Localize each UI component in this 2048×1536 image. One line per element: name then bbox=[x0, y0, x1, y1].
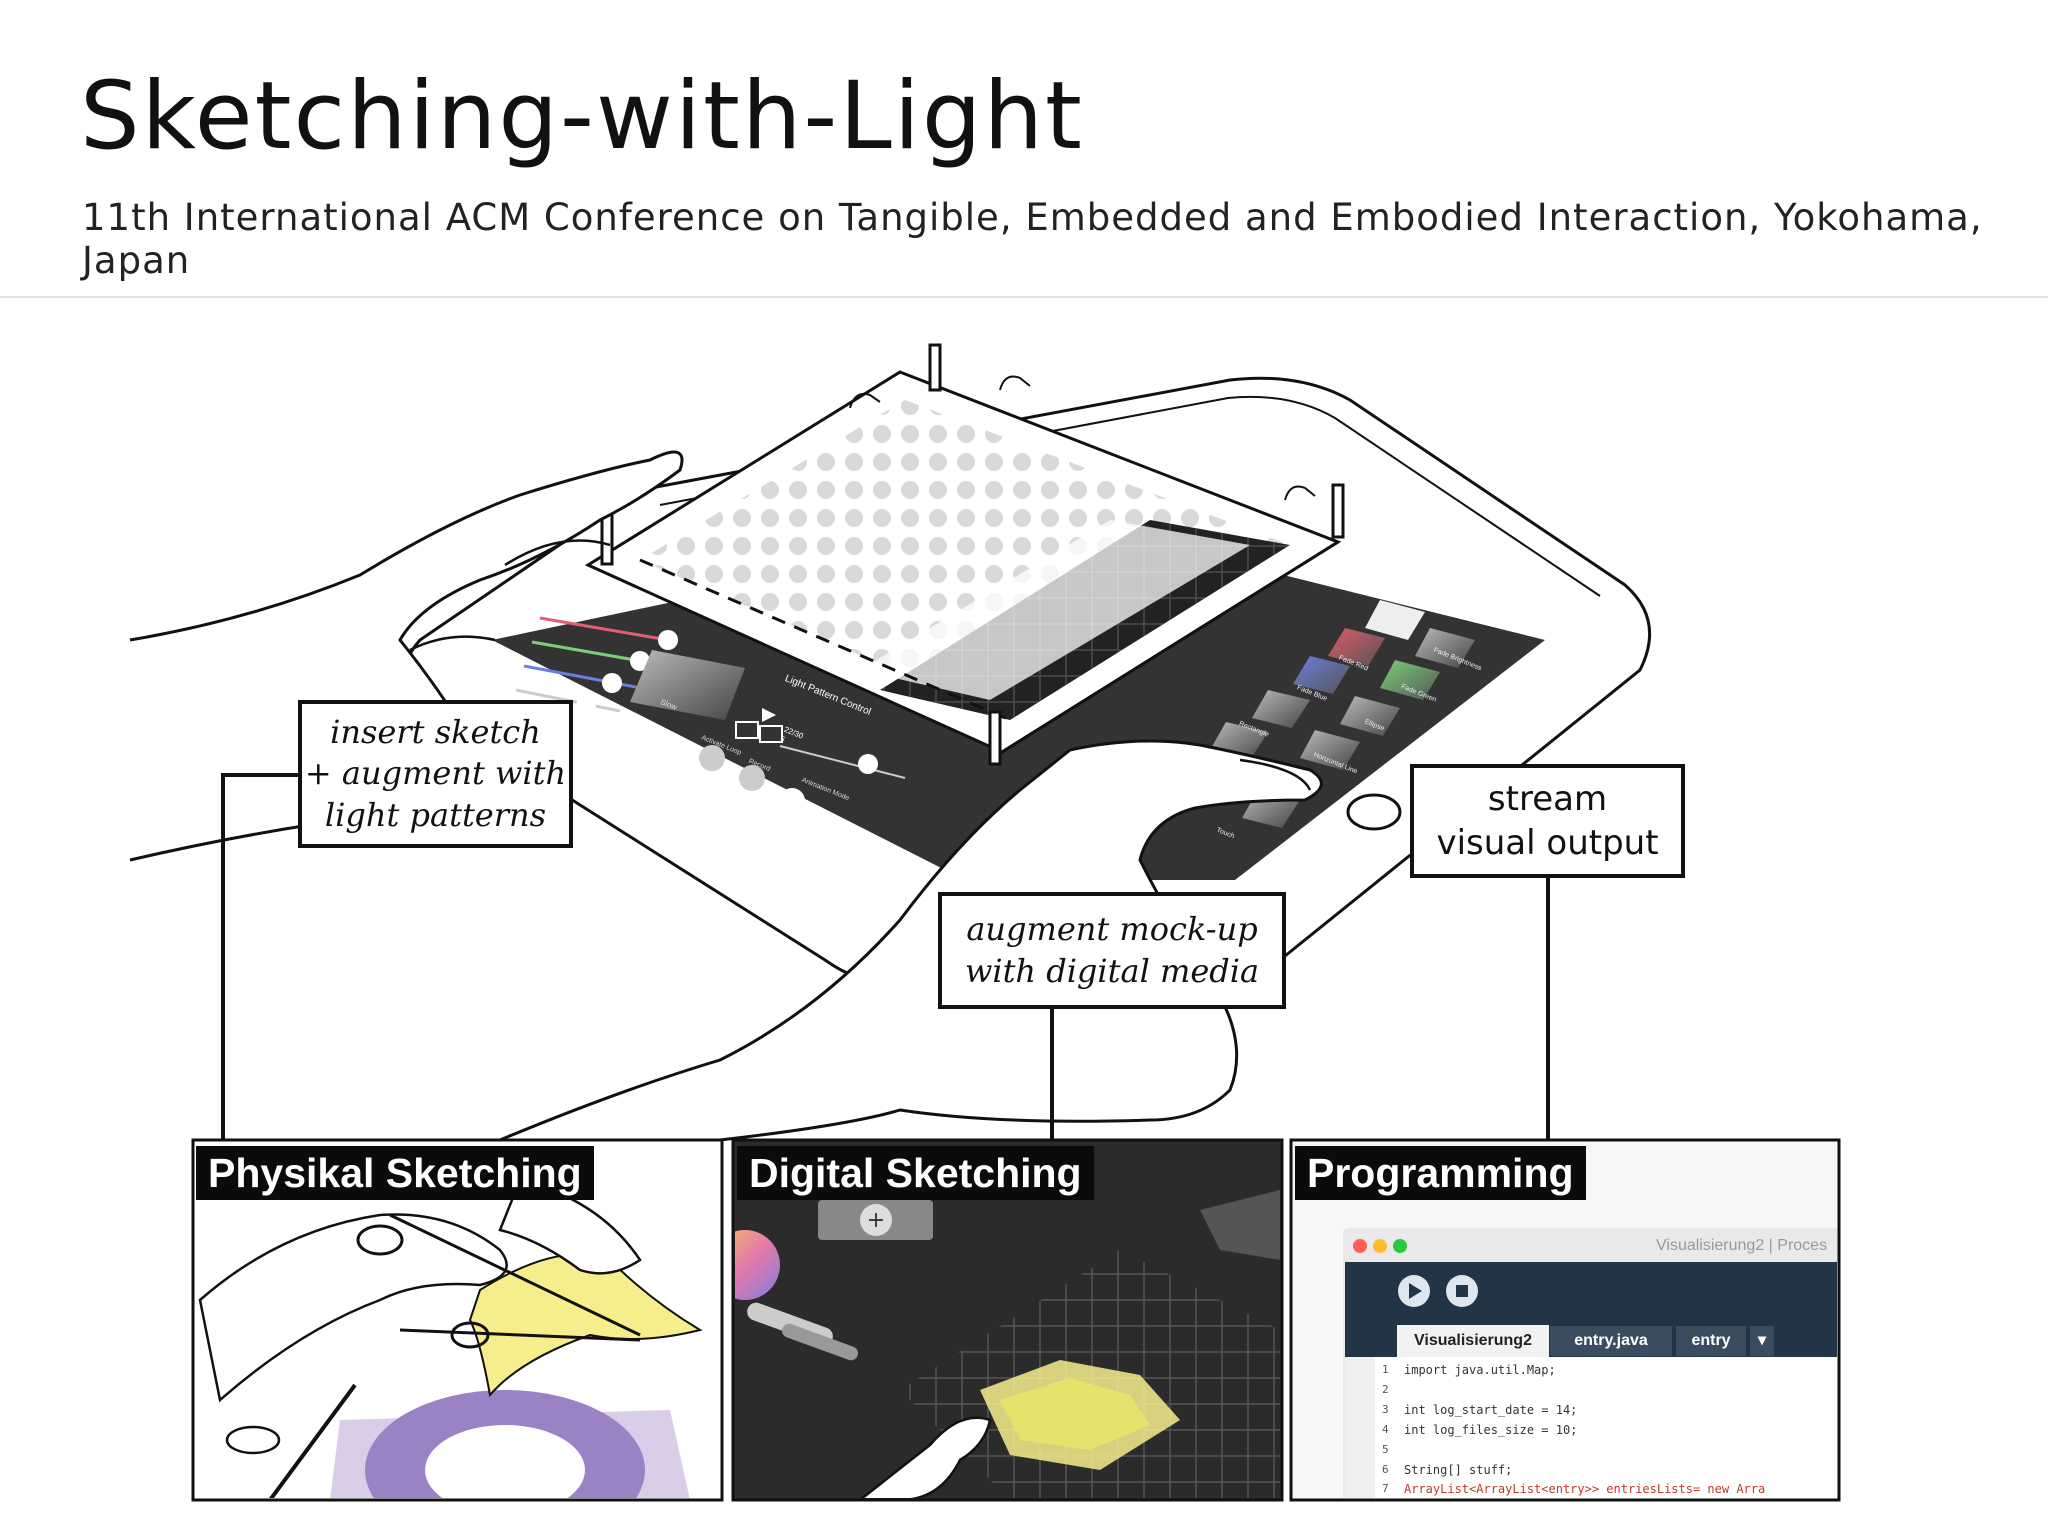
code-line: ArrayList<ArrayList<entry>> entriesLists… bbox=[1404, 1482, 1766, 1496]
line-number: 7 bbox=[1382, 1482, 1389, 1495]
physical-sketching-label: Physikal Sketching bbox=[196, 1146, 594, 1200]
svg-text:+: + bbox=[867, 1208, 885, 1233]
digital-panel-art: + bbox=[735, 1142, 1280, 1498]
callout-insert-line-3: light patterns bbox=[324, 795, 547, 834]
slide-title: Sketching-with-Light bbox=[80, 62, 1084, 171]
home-button bbox=[1346, 793, 1402, 831]
pattern-tiles bbox=[1210, 600, 1475, 828]
callout-stream-output: stream visual output bbox=[1410, 764, 1685, 878]
callout-augment-line-1: augment mock-up bbox=[966, 909, 1258, 948]
color-sliders bbox=[515, 616, 678, 716]
programming-label: Programming bbox=[1295, 1146, 1586, 1200]
line-number: 1 bbox=[1382, 1363, 1389, 1376]
code-line: import java.util.Map; bbox=[1404, 1363, 1556, 1377]
line-number: 4 bbox=[1382, 1423, 1389, 1436]
callout-stream-line-2: visual output bbox=[1436, 823, 1659, 863]
slide-subtitle: 11th International ACM Conference on Tan… bbox=[82, 196, 1983, 282]
connector-lines bbox=[221, 773, 1550, 1140]
line-number: 6 bbox=[1382, 1463, 1389, 1476]
code-tab-entry-java[interactable]: entry.java bbox=[1550, 1326, 1672, 1356]
preview-swatch bbox=[630, 650, 745, 720]
code-tab-visualisierung2[interactable]: Visualisierung2 bbox=[1414, 1332, 1532, 1349]
callout-augment-line-2: with digital media bbox=[964, 951, 1260, 990]
code-window-title: Visualisierung2 | Proces bbox=[1656, 1237, 1828, 1254]
callout-insert-line-1: insert sketch bbox=[330, 712, 541, 751]
code-tab-entry[interactable]: entry bbox=[1676, 1326, 1746, 1356]
physical-panel-art bbox=[198, 1178, 703, 1498]
code-line: int log_start_date = 14; bbox=[1404, 1403, 1578, 1417]
playback-controls bbox=[699, 708, 906, 814]
programming-panel-art bbox=[1343, 1228, 1837, 1498]
code-line: int log_files_size = 10; bbox=[1404, 1423, 1578, 1437]
right-hand bbox=[499, 739, 1323, 1142]
line-number: 3 bbox=[1382, 1403, 1389, 1416]
callout-insert-sketch: insert sketch + augment with light patte… bbox=[298, 700, 573, 848]
code-line: String[] stuff; bbox=[1404, 1463, 1513, 1477]
header-divider bbox=[0, 296, 2048, 298]
callout-insert-line-2: + augment with bbox=[304, 754, 567, 793]
tab-overflow-icon[interactable]: ▾ bbox=[1750, 1326, 1774, 1356]
callout-augment-mockup: augment mock-up with digital media bbox=[938, 892, 1286, 1009]
frame-pins bbox=[600, 343, 1345, 766]
callout-stream-line-1: stream bbox=[1487, 778, 1608, 819]
line-number: 5 bbox=[1382, 1443, 1389, 1456]
digital-sketching-label: Digital Sketching bbox=[737, 1146, 1094, 1200]
line-number: 2 bbox=[1382, 1383, 1389, 1396]
